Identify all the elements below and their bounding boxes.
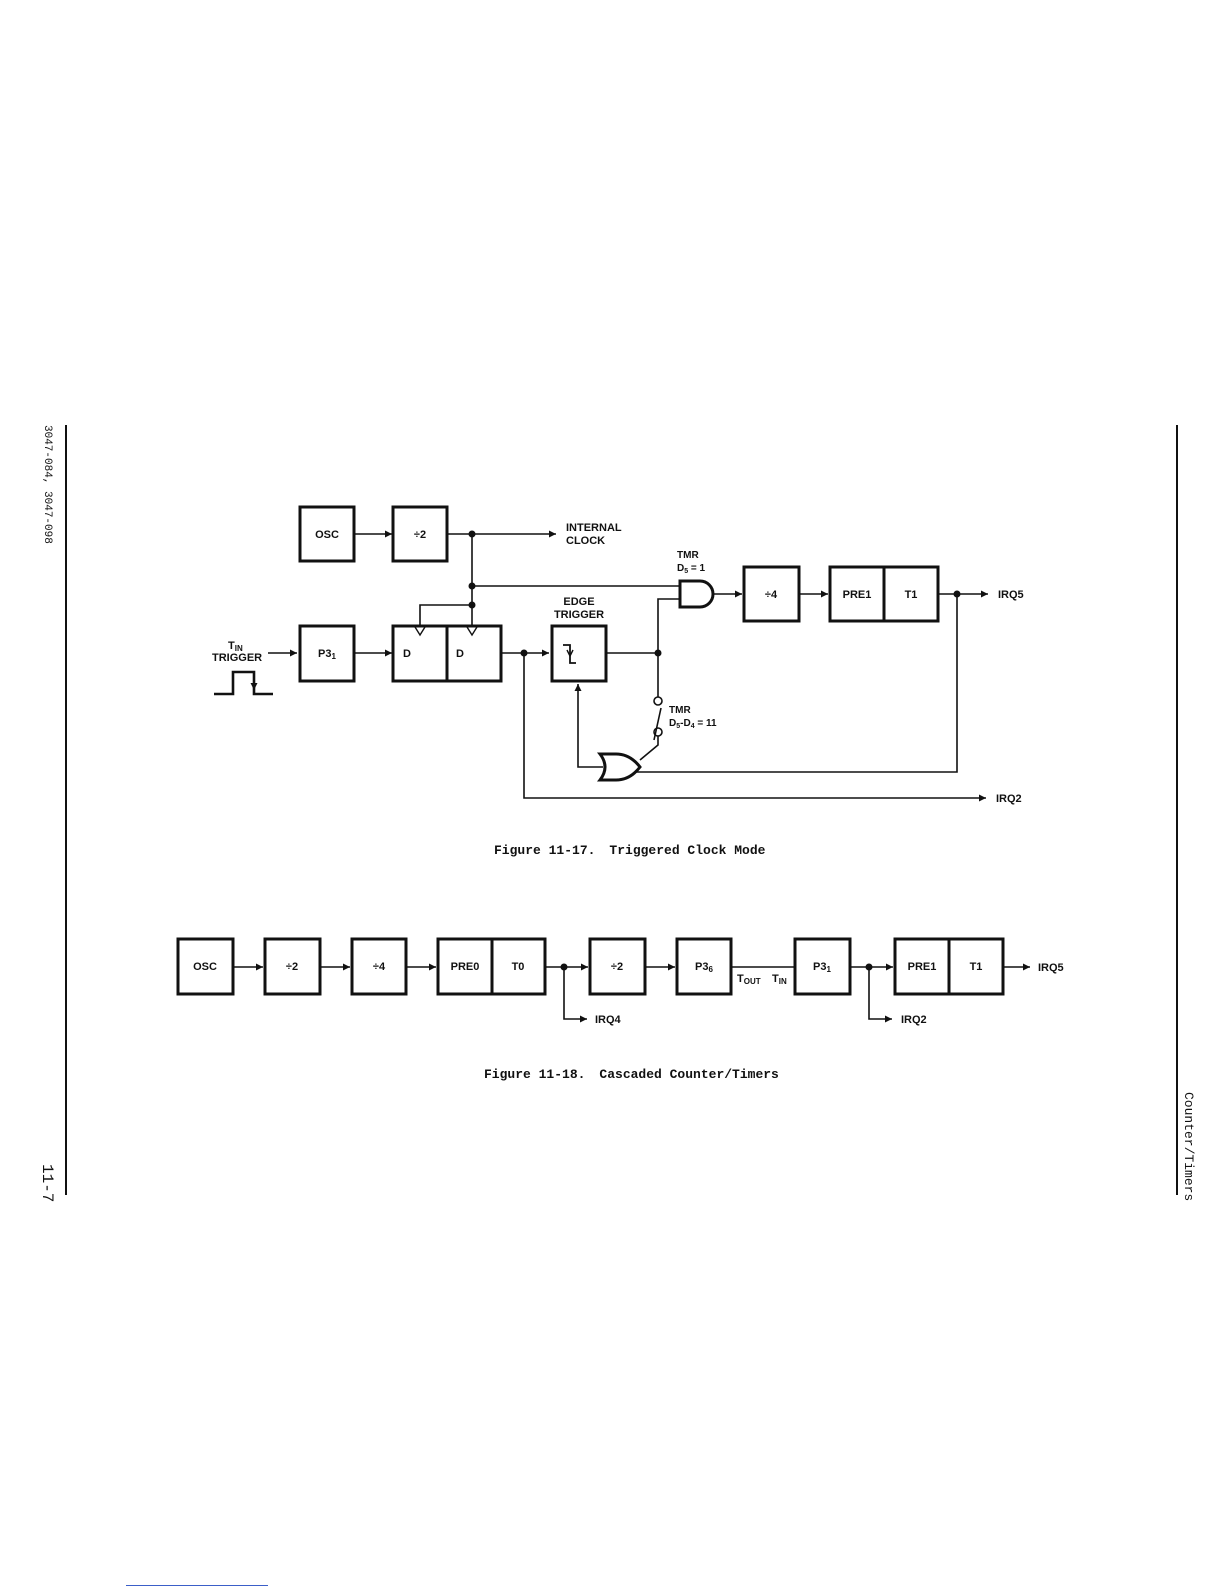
tmr-switch-label: TMR xyxy=(669,705,691,716)
pulse-waveform-icon xyxy=(214,672,273,694)
figure-11-18-diagram: OSC ÷2 ÷4 PRE0 T0 IRQ4 xyxy=(178,939,1064,1026)
trigger-label: TRIGGER xyxy=(212,652,262,664)
divide-by-2-label: ÷2 xyxy=(611,961,623,973)
pre1-label: PRE1 xyxy=(908,961,937,973)
osc-label: OSC xyxy=(193,961,217,973)
divide-by-4-label: ÷4 xyxy=(765,589,778,601)
irq4-wire xyxy=(564,967,587,1019)
divide-by-2-block: ÷2 xyxy=(393,507,447,561)
t0-label: T0 xyxy=(512,961,525,973)
pre0-label: PRE0 xyxy=(451,961,480,973)
p36-block: P36 xyxy=(677,939,731,994)
pre1-t1-block: PRE1 T1 xyxy=(830,567,938,621)
edge-to-and-gate-wire xyxy=(658,599,680,653)
divide-by-2-label: ÷2 xyxy=(414,529,426,541)
switch-contact-top xyxy=(654,697,662,705)
t1-label: T1 xyxy=(970,961,983,973)
osc-label: OSC xyxy=(315,529,339,541)
edge-trigger-label-line1: EDGE xyxy=(563,596,594,608)
p31-block-2: P31 xyxy=(795,939,850,994)
p31-block: P31 xyxy=(300,626,354,681)
d1-label: D xyxy=(403,648,411,660)
d-flipflop-pair: D D xyxy=(393,626,501,681)
divide-by-4-block-2: ÷4 xyxy=(352,939,406,994)
tmr-switch-condition: D5-D4 = 11 xyxy=(669,718,717,730)
switch-to-or-wire xyxy=(640,736,658,760)
figure-title: Triggered Clock Mode xyxy=(609,843,765,858)
figure-11-17-diagram: OSC ÷2 INTERNAL CLOCK TMR D5 = 1 xyxy=(212,507,1024,805)
osc-block-2: OSC xyxy=(178,939,233,994)
pre1-t1-block-2: PRE1 T1 xyxy=(895,939,1003,994)
figure-number: Figure 11-17. xyxy=(494,843,595,858)
tout-label: TOUT xyxy=(737,973,761,986)
clock-to-flipflop1-wire xyxy=(420,605,472,625)
or-gate xyxy=(600,754,640,780)
divide-by-2-block-b: ÷2 xyxy=(590,939,645,994)
figure-number: Figure 11-18. xyxy=(484,1067,585,1082)
divide-by-2-block-a: ÷2 xyxy=(265,939,320,994)
tmr-d5-condition: D5 = 1 xyxy=(677,563,706,575)
tin-label: TIN xyxy=(772,973,787,986)
irq5-label: IRQ5 xyxy=(1038,962,1064,974)
edge-trigger-block xyxy=(552,626,606,681)
divide-by-4-label: ÷4 xyxy=(373,961,386,973)
figure-11-17-caption: Figure 11-17. Triggered Clock Mode xyxy=(494,843,765,858)
divide-by-4-block: ÷4 xyxy=(744,567,799,621)
internal-clock-label-line2: CLOCK xyxy=(566,535,605,547)
figure-title: Cascaded Counter/Timers xyxy=(599,1067,778,1082)
irq2-label: IRQ2 xyxy=(996,793,1022,805)
irq4-label: IRQ4 xyxy=(595,1014,622,1026)
tmr-d5-label: TMR xyxy=(677,550,699,561)
edge-trigger-label-line2: TRIGGER xyxy=(554,609,604,621)
irq5-label: IRQ5 xyxy=(998,589,1024,601)
divide-by-2-label: ÷2 xyxy=(286,961,298,973)
d2-label: D xyxy=(456,648,464,660)
and-gate xyxy=(680,581,713,607)
internal-clock-label-line1: INTERNAL xyxy=(566,522,622,534)
t1-label: T1 xyxy=(905,589,918,601)
figure-11-18-caption: Figure 11-18. Cascaded Counter/Timers xyxy=(484,1067,779,1082)
pre1-label: PRE1 xyxy=(843,589,872,601)
irq2-wire xyxy=(869,967,892,1019)
osc-block: OSC xyxy=(300,507,354,561)
irq2-label: IRQ2 xyxy=(901,1014,927,1026)
pre0-t0-block: PRE0 T0 xyxy=(438,939,545,994)
